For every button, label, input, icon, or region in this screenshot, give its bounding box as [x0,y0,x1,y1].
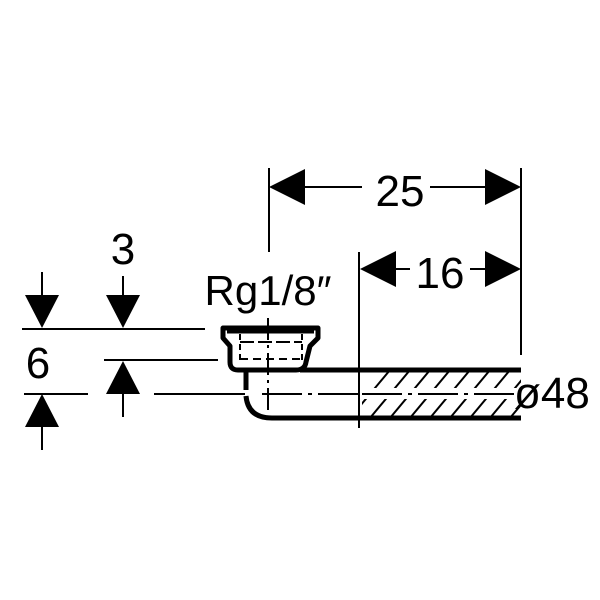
dimension-label-3: 3 [111,225,135,274]
dimension-label-25: 25 [376,167,425,216]
dimension-6: 6 [25,272,59,450]
arrow-down-icon [25,295,59,328]
diameter-label: ø48 [514,369,590,418]
dimension-3: 3 [106,225,140,417]
arrow-right-icon [485,251,521,287]
dimension-label-6: 6 [26,339,50,388]
arrow-up-icon [106,361,140,394]
dimension-16: 16 [358,249,521,428]
pipe-hatching [362,372,521,416]
outlet-body [220,318,521,421]
pipe-bottom-edge [243,395,521,421]
thread-label: Rg1/8″ [205,267,332,314]
arrow-right-icon [485,169,521,205]
dimension-label-16: 16 [416,249,465,298]
dimension-25: 25 [268,167,522,355]
arrow-down-icon [106,295,140,328]
arrow-left-icon [269,169,305,205]
arrow-left-icon [360,251,396,287]
outlet-cap [220,325,321,373]
arrow-up-icon [25,394,59,427]
